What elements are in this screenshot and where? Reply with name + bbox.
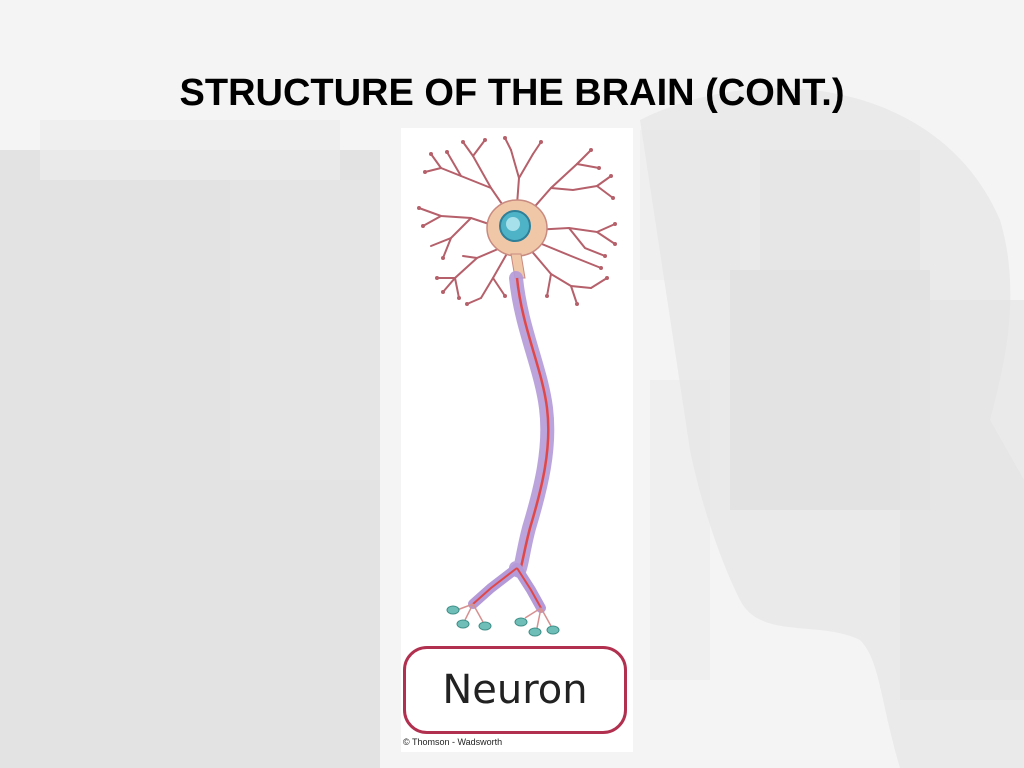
- nucleolus: [506, 217, 520, 231]
- terminal-stalks: [456, 603, 552, 629]
- neuron-illustration: [417, 136, 617, 637]
- dendrites: [418, 137, 616, 305]
- axon-branch-core: [472, 567, 542, 609]
- axon-terminals: [446, 605, 560, 637]
- axon: [515, 277, 550, 572]
- dendrite-tips: [417, 136, 617, 306]
- slide-title: STRUCTURE OF THE BRAIN (CONT.): [179, 72, 845, 114]
- neuron-label: Neuron: [442, 667, 588, 713]
- image-credit: © Thomson - Wadsworth: [403, 737, 503, 747]
- neuron-label-box: Neuron: [403, 646, 627, 734]
- neuron-figure: Neuron © Thomson - Wadsworth: [401, 128, 633, 752]
